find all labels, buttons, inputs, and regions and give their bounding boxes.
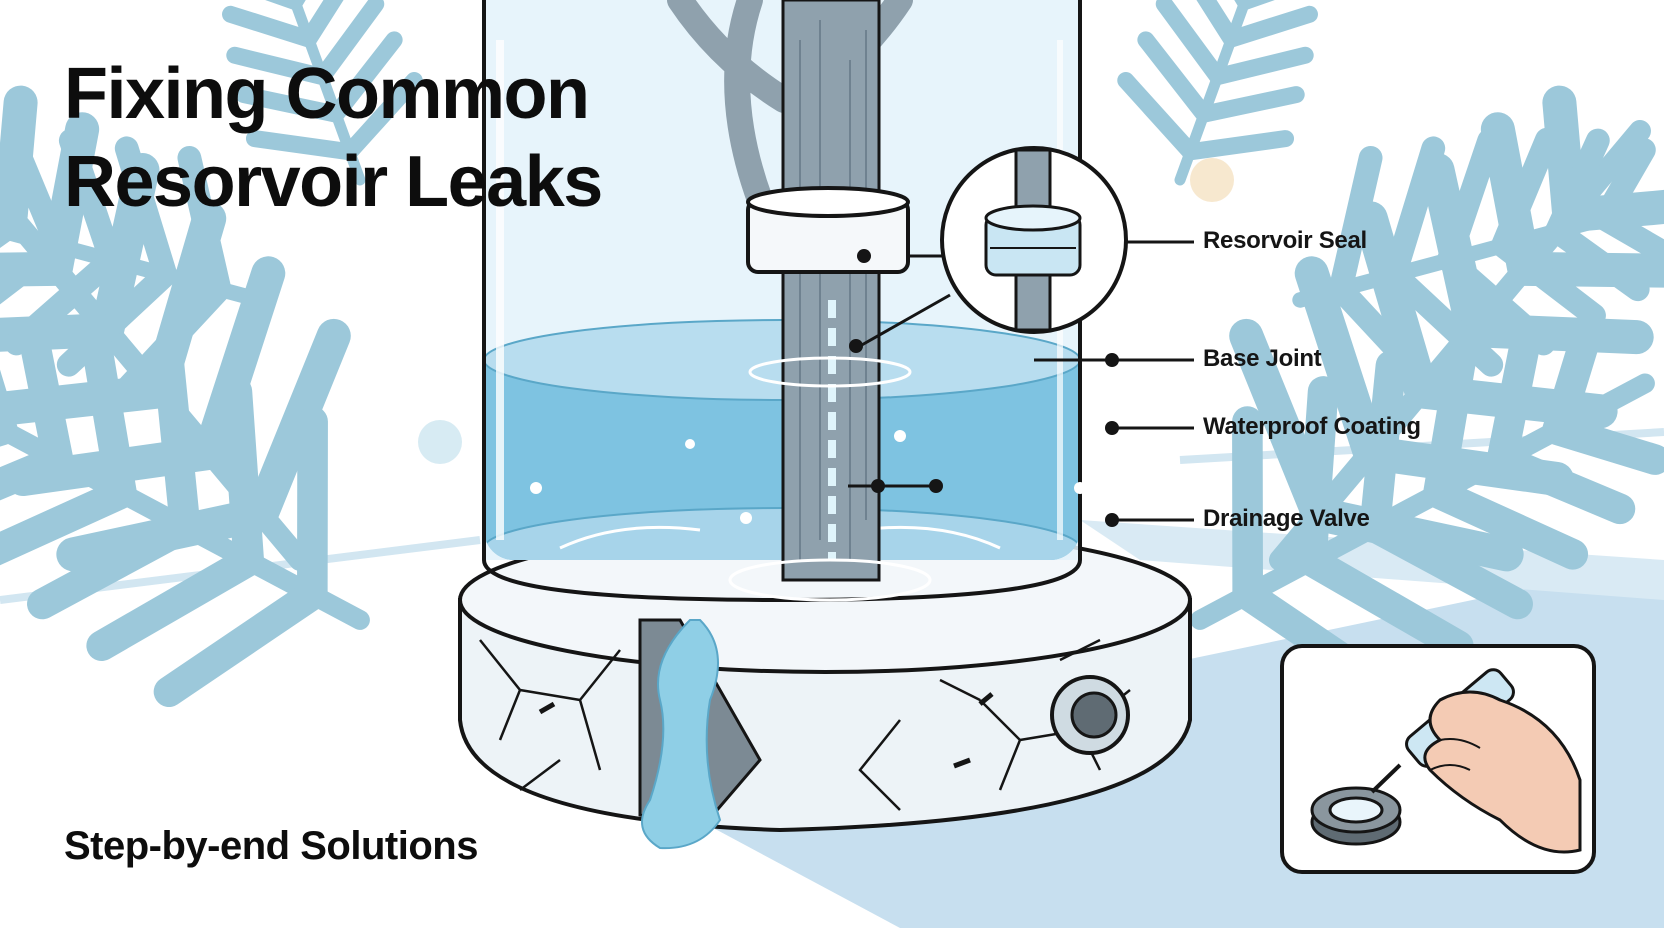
reservoir-seal-collar	[746, 186, 910, 274]
sealant-repair-inset	[1280, 644, 1596, 874]
title-line-2: Resorvoir Leaks	[64, 142, 603, 222]
callout-drainage-valve: Drainage Valve	[1203, 505, 1370, 532]
callout-reservoir-seal: Resorvoir Seal	[1203, 227, 1367, 254]
gasket-ring-icon	[1310, 786, 1402, 846]
ornament-bauble	[1190, 158, 1234, 202]
subtitle: Step-by-end Solutions	[64, 824, 478, 868]
callout-waterproof-coating: Waterproof Coating	[1203, 413, 1421, 440]
magnifier-inset-icon	[859, 146, 1128, 348]
callout-base-joint: Base Joint	[1203, 345, 1322, 372]
hand-icon	[1423, 690, 1582, 854]
tree-trunk	[667, 0, 932, 602]
page-title: Fixing Common Resorvoir Leaks	[64, 50, 603, 226]
callout-leaders	[848, 240, 1194, 527]
ornament-bauble	[418, 420, 462, 464]
concrete-base	[458, 526, 1192, 850]
title-line-1: Fixing Common	[64, 54, 590, 134]
